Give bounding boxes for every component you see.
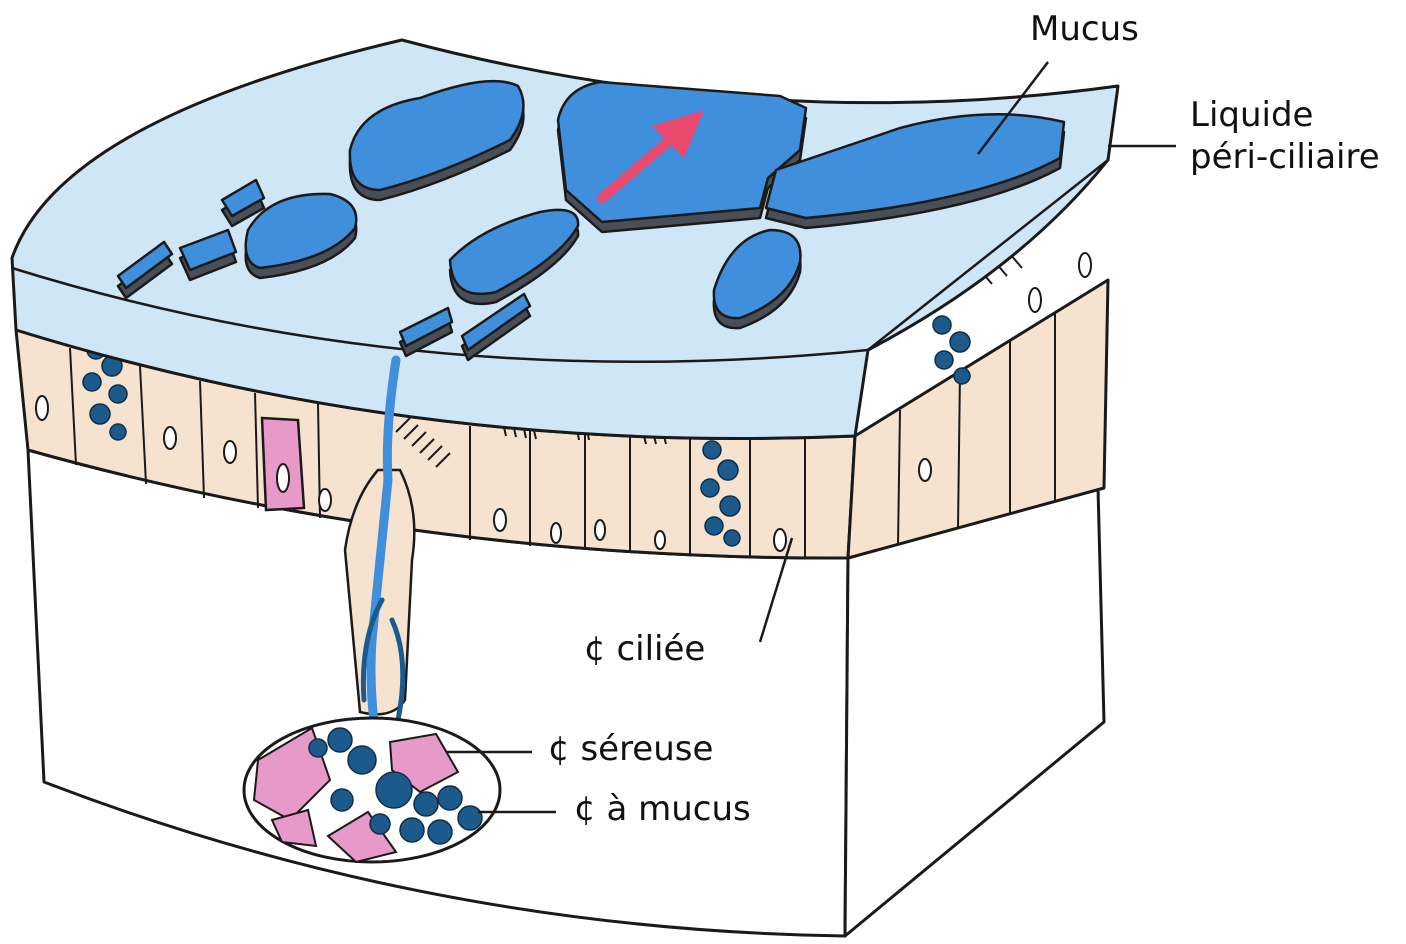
label-mucus: Mucus — [1030, 9, 1139, 49]
label-periciliary-line1: Liquide — [1190, 95, 1313, 135]
label-serous-cell: ¢ séreuse — [548, 729, 713, 769]
label-ciliated-cell: ¢ ciliée — [584, 629, 705, 669]
label-mucous-cell: ¢ à mucus — [574, 789, 751, 829]
submucosa-side-face — [845, 488, 1104, 936]
label-periciliary-line2: péri-ciliaire — [1190, 137, 1380, 177]
serous-cell-nucleus — [277, 464, 289, 492]
